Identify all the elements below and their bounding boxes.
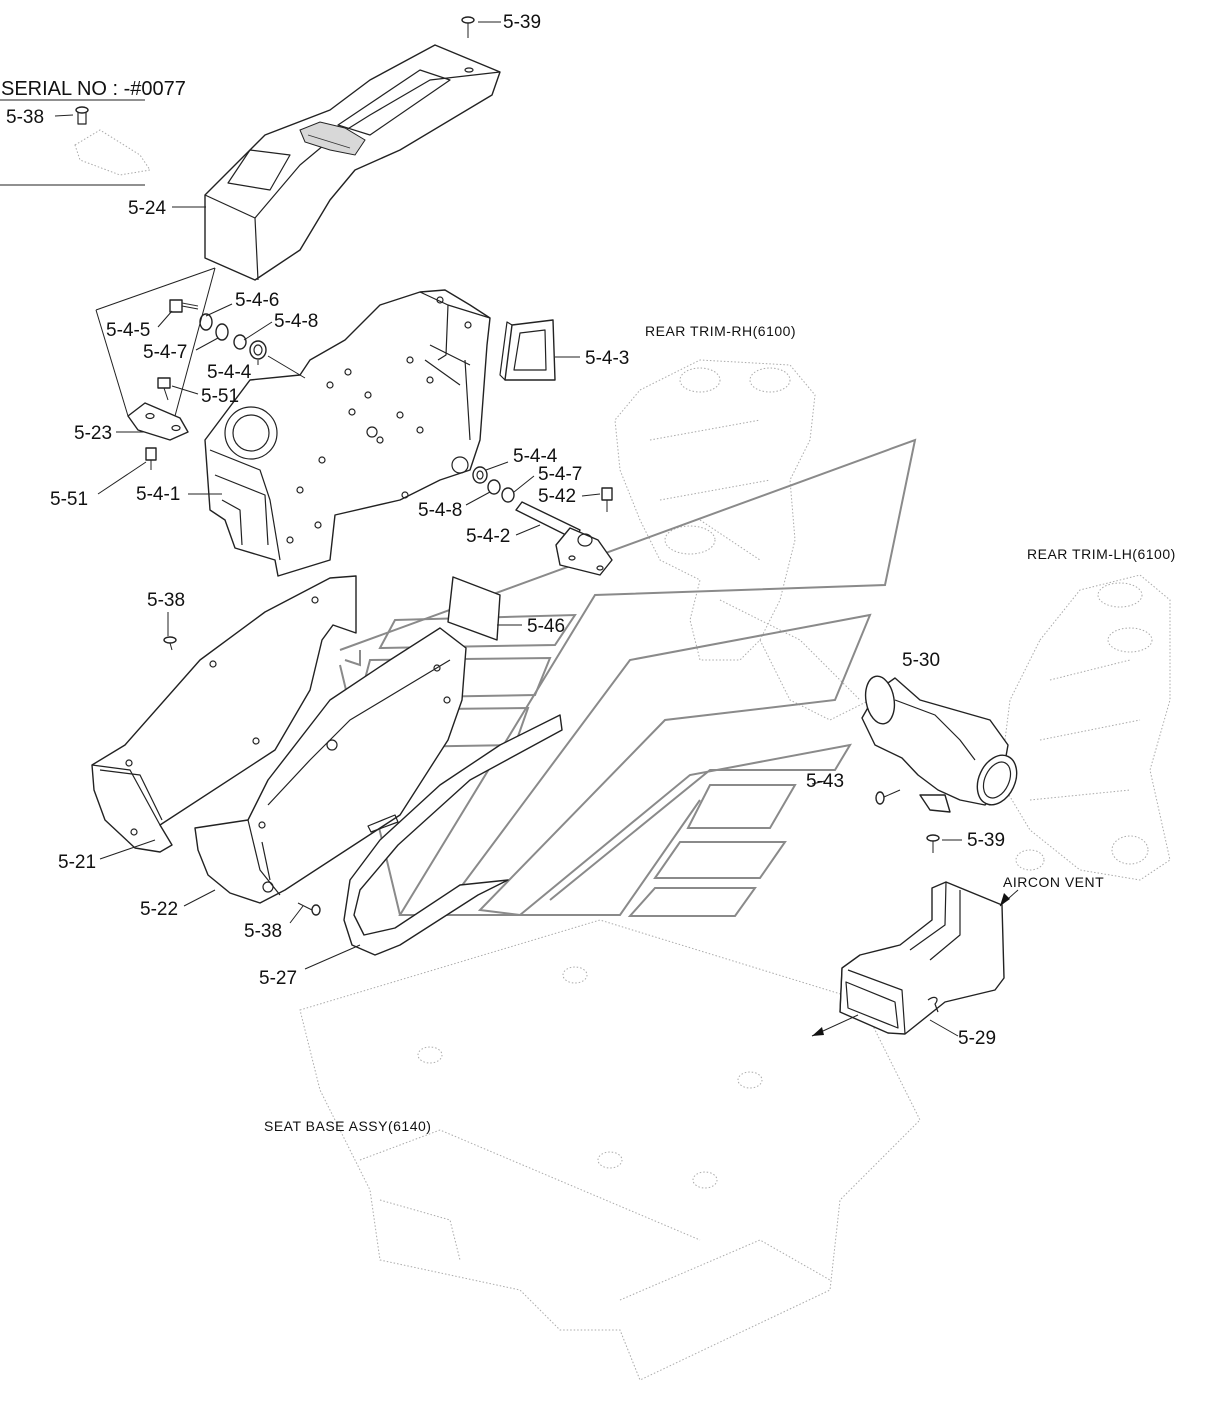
rear-trim-rh-ghost <box>614 359 871 721</box>
callout-5-29: 5-29 <box>958 1028 996 1049</box>
part-5-39-screw-right <box>926 834 940 853</box>
callout-5-46: 5-46 <box>527 616 565 637</box>
part-5-51-bolt-bottom <box>145 447 157 470</box>
part-5-4-2-pin-bracket <box>515 501 613 576</box>
serial-bracket-part <box>74 106 151 176</box>
upper-hardware-set <box>169 299 267 360</box>
part-5-4-3-grommet <box>499 319 556 381</box>
part-5-22-side-cover <box>194 627 467 904</box>
callout-5-38-serial: 5-38 <box>6 107 44 128</box>
callout-5-51-bottom: 5-51 <box>50 489 88 510</box>
callout-5-39-right: 5-39 <box>967 830 1005 851</box>
callout-5-4-8-right: 5-4-8 <box>418 500 462 521</box>
part-5-4-1-bracket-frame <box>204 289 491 577</box>
serial-note: SERIAL NO : -#0077 <box>1 78 186 100</box>
ref-rear-trim-rh: REAR TRIM-RH(6100) <box>645 323 796 339</box>
callout-5-30: 5-30 <box>902 650 940 671</box>
part-5-4-7-washer <box>215 323 229 341</box>
callout-5-4-7-top: 5-4-7 <box>143 342 187 363</box>
callout-5-43: 5-43 <box>806 771 844 792</box>
part-5-4-4-bushing-right <box>472 466 488 484</box>
part-5-4-7-washer-right <box>501 487 515 503</box>
callout-5-38-bottom: 5-38 <box>244 921 282 942</box>
part-5-23-bracket <box>127 402 189 441</box>
seat-base-ghost <box>299 919 921 1381</box>
ref-aircon-vent: AIRCON VENT <box>1003 874 1104 890</box>
callout-5-4-7-right: 5-4-7 <box>538 464 582 485</box>
callout-5-23: 5-23 <box>74 423 112 444</box>
part-5-39-screw-top <box>461 16 475 38</box>
callout-5-4-6: 5-4-6 <box>235 290 279 311</box>
serial-inset <box>0 99 151 186</box>
part-5-4-8-washer-right <box>487 479 501 495</box>
callout-5-4-8-top: 5-4-8 <box>274 311 318 332</box>
callout-5-4-5: 5-4-5 <box>106 320 150 341</box>
part-5-38-screw-mid <box>163 636 177 651</box>
callout-5-4-2: 5-4-2 <box>466 526 510 547</box>
rear-trim-lh-ghost <box>999 574 1171 881</box>
lower-hardware-set <box>472 466 613 576</box>
ref-seat-base: SEAT BASE ASSY(6140) <box>264 1118 431 1134</box>
part-5-42-bolt <box>601 487 613 512</box>
callout-5-27: 5-27 <box>259 968 297 989</box>
part-5-29-aircon-vent <box>839 881 1005 1035</box>
callout-5-4-4-top: 5-4-4 <box>207 362 252 383</box>
labels: SERIAL NO : -#0077 5-39 5-38 5-24 5-4-6 … <box>1 12 1176 1134</box>
callout-5-38-mid: 5-38 <box>147 590 185 611</box>
callout-5-21: 5-21 <box>58 852 96 873</box>
part-5-46-pad <box>447 576 501 641</box>
part-5-27-trim-strip <box>343 714 563 956</box>
callout-5-4-1: 5-4-1 <box>136 484 180 505</box>
part-5-38-screw-bottom <box>297 902 321 916</box>
part-5-24-console-cover <box>204 44 501 281</box>
callout-5-51-top: 5-51 <box>201 386 239 407</box>
callout-5-22: 5-22 <box>140 899 178 920</box>
part-5-43-screw <box>875 789 901 805</box>
callout-5-39-top: 5-39 <box>503 12 541 33</box>
callout-5-42: 5-42 <box>538 486 576 507</box>
part-5-4-5-bolt <box>169 299 199 313</box>
part-5-4-4-bushing <box>249 340 267 360</box>
callout-5-24: 5-24 <box>128 198 166 219</box>
leader-lines <box>54 21 1019 1037</box>
part-5-51-bolt-top <box>157 377 171 401</box>
part-5-4-8-washer <box>233 334 247 350</box>
ref-rear-trim-lh: REAR TRIM-LH(6100) <box>1027 546 1176 562</box>
part-5-30-duct <box>861 675 1018 813</box>
callout-5-4-3: 5-4-3 <box>585 348 629 369</box>
callout-5-4-4-right: 5-4-4 <box>513 446 558 467</box>
part-5-21-side-cover <box>91 575 357 853</box>
